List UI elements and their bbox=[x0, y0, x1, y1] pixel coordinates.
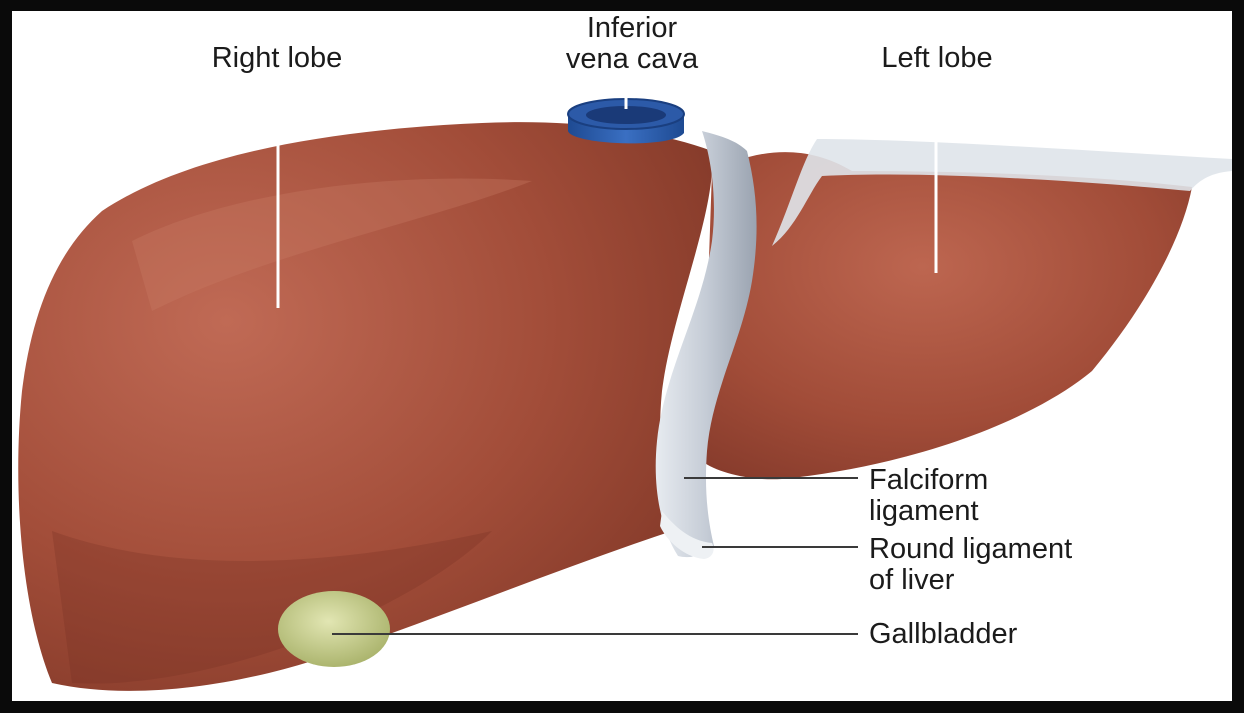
label-falciform-ligament: Falciform ligament bbox=[869, 465, 1169, 527]
label-right-lobe: Right lobe bbox=[162, 43, 392, 74]
diagram-panel: Right lobe Inferior vena cava Left lobe … bbox=[12, 11, 1232, 701]
label-round-ligament: Round ligament of liver bbox=[869, 534, 1199, 596]
liver-illustration bbox=[12, 11, 1232, 701]
left-lobe-shape bbox=[702, 152, 1192, 479]
label-left-lobe: Left lobe bbox=[822, 43, 1052, 74]
label-inferior-vena-cava: Inferior vena cava bbox=[512, 13, 752, 75]
label-gallbladder: Gallbladder bbox=[869, 619, 1169, 650]
gallbladder-shape bbox=[278, 591, 390, 667]
